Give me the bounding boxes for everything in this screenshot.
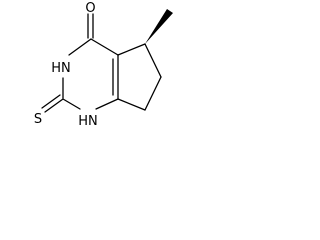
bond-c4-c4a — [90, 38, 119, 56]
bond-c7-c7a — [117, 98, 146, 111]
bond-c2-s-2 — [41, 94, 61, 109]
bond-c2-s-1 — [44, 98, 64, 113]
bond-c4a-c5 — [117, 43, 146, 56]
bond-n1-c7a — [95, 98, 119, 110]
atom-n1-label: HN — [78, 114, 98, 129]
atom-n3-label: HN — [51, 61, 71, 76]
atom-sulfur-label: S — [34, 112, 42, 127]
bond-c6-c7 — [144, 76, 162, 111]
bond-c5-c6 — [144, 43, 162, 78]
bond-c2-n1 — [62, 98, 81, 110]
molecule-structure: O HN HN S — [34, 1, 173, 129]
bond-c4-n3 — [68, 38, 92, 56]
wedge-bond-methyl — [145, 9, 173, 44]
atom-oxygen-label: O — [85, 1, 95, 16]
